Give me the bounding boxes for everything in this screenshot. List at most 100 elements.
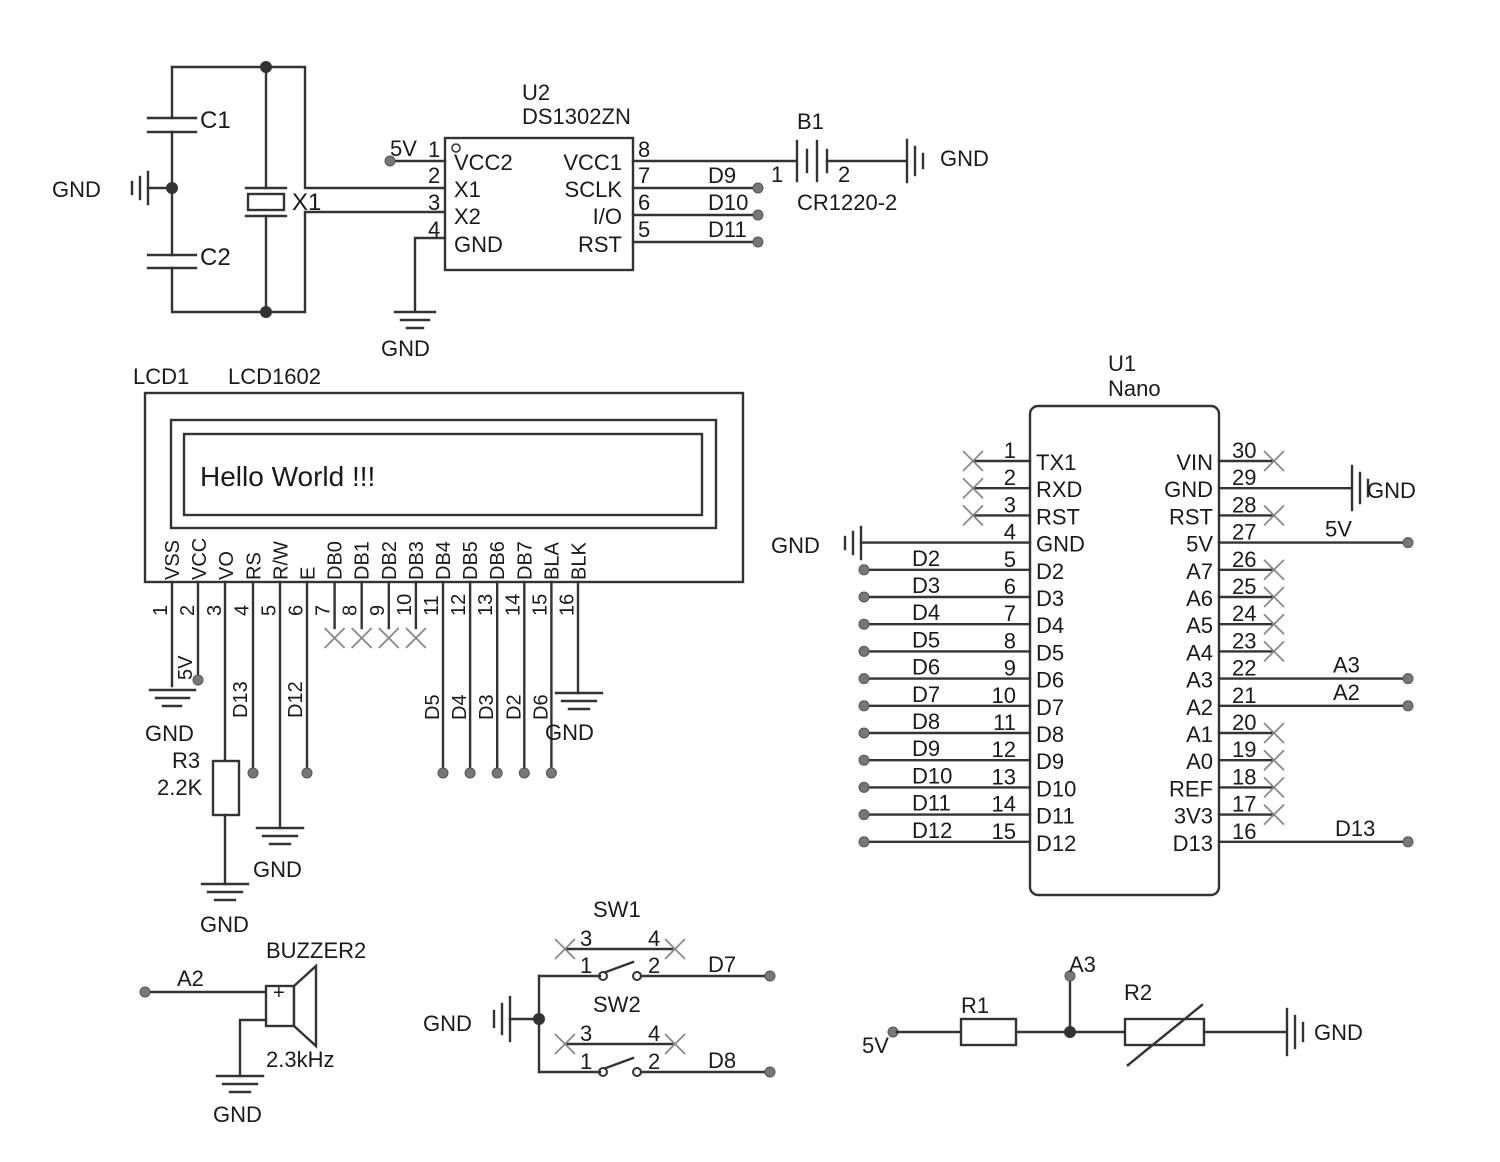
lcd-pin-name: DB5 <box>460 541 482 580</box>
no-connect-mark <box>351 627 373 649</box>
pin-name: VCC2 <box>454 150 513 175</box>
nano-net-label: D5 <box>912 627 940 652</box>
lcd-pin-name: DB3 <box>406 541 428 580</box>
capacitor-c2: C2 <box>146 244 231 271</box>
net-terminal <box>1402 836 1414 848</box>
pin-number: 1 <box>428 137 440 162</box>
nano-pin-name: A6 <box>1186 586 1213 611</box>
pin-number: 2 <box>648 953 660 978</box>
ground-symbol: GND <box>1285 1007 1363 1057</box>
pin-number: 1 <box>771 162 783 187</box>
nano-net-label: A2 <box>1333 680 1360 705</box>
nano-pin-number: 8 <box>1004 628 1016 653</box>
net-label: D9 <box>708 163 736 188</box>
nano-pin-name: D3 <box>1036 586 1064 611</box>
pin-name: I/O <box>593 204 622 229</box>
lcd-pin-number: 3 <box>204 605 226 616</box>
nano-pin-name: D5 <box>1036 640 1064 665</box>
rs-net: D13 <box>230 681 252 718</box>
nano-pin-name: GND <box>1036 532 1085 557</box>
ground-symbol: GND <box>1350 464 1416 512</box>
nano-pin-number: 28 <box>1232 492 1256 517</box>
net-terminal <box>1402 700 1414 712</box>
lcd-pin-number: 6 <box>286 605 308 616</box>
lcd-pin-number: 12 <box>448 594 470 616</box>
nano-pin-number: 27 <box>1232 520 1256 545</box>
gnd-label: GND <box>940 146 989 171</box>
nano-pin-name: TX1 <box>1036 450 1076 475</box>
vcc-net: 5V <box>175 655 197 680</box>
gnd-label: GND <box>200 912 249 937</box>
no-connect-mark <box>1263 613 1285 635</box>
no-connect-mark <box>378 627 400 649</box>
lcd-pin-number: 1 <box>150 605 172 616</box>
lcd-ref: LCD1 <box>133 364 189 389</box>
ground-symbol: GND <box>905 138 989 184</box>
lcd-pin-name: DB1 <box>352 541 374 580</box>
nano-net-label: D4 <box>912 600 940 625</box>
ground-symbol: GND <box>545 691 604 745</box>
nano-pin-number: 13 <box>992 764 1016 789</box>
gnd-label: GND <box>771 533 820 558</box>
lcd-pin-number: 2 <box>177 605 199 616</box>
pin-name: X2 <box>454 204 481 229</box>
nano-pin-name: A3 <box>1186 668 1213 693</box>
vcc2-net: 5V <box>390 136 417 161</box>
lcd-pin-number: 9 <box>367 605 389 616</box>
net-terminal <box>518 767 530 779</box>
nano-pin-name: D11 <box>1036 804 1075 829</box>
nano-pin-name: D9 <box>1036 749 1064 774</box>
nano-pin-name: D8 <box>1036 722 1064 747</box>
no-connect-mark <box>1263 586 1285 608</box>
lcd-pin-group: VSS1VCC2VO3RS4R/W5E6DB07DB18DB29DB310DB4… <box>150 538 591 649</box>
lcd-pin-name: BLK <box>569 542 591 580</box>
ground-symbol: GND <box>423 995 512 1043</box>
net-label: D11 <box>708 217 747 242</box>
net-terminal <box>437 767 449 779</box>
pin-number: 2 <box>838 162 850 187</box>
nano-pin-number: 30 <box>1232 438 1256 463</box>
nano-pin-name: D6 <box>1036 668 1064 693</box>
u1-ref: U1 <box>1108 351 1136 376</box>
nano-pin-name: A0 <box>1186 749 1213 774</box>
lcd-pin-name: E <box>298 567 320 580</box>
nano-pin-number: 21 <box>1232 683 1256 708</box>
lcd-pin-number: 13 <box>475 594 497 616</box>
c1-label: C1 <box>200 107 231 134</box>
nano-pin-number: 7 <box>1004 601 1016 626</box>
lcd-pin-name: VCC <box>189 538 211 580</box>
no-connect-mark <box>405 627 427 649</box>
nano-pin-number: 5 <box>1004 547 1016 572</box>
lcd-pin-number: 15 <box>529 594 551 616</box>
arduino-nano: U1 Nano TX11RXD2RST3GND4D25D2D36D3D47D4D… <box>771 351 1416 897</box>
nano-pin-number: 4 <box>1004 520 1016 545</box>
pin-number: 3 <box>428 190 440 215</box>
gnd-label: GND <box>381 336 430 361</box>
lcd-data-net: D3 <box>476 694 498 720</box>
voltage-divider: 5V R1 A3 R2 GND <box>862 952 1363 1067</box>
nano-net-label: D11 <box>912 791 951 816</box>
nano-pin-name: A1 <box>1186 722 1213 747</box>
pin-name: RST <box>578 232 622 257</box>
nano-pin-name: D4 <box>1036 613 1064 638</box>
nano-pin-number: 9 <box>1004 656 1016 681</box>
ground-symbol: GND <box>381 310 437 361</box>
lcd-data-net: D5 <box>422 694 444 720</box>
lcd-pin-name: R/W <box>270 541 292 580</box>
nano-net-label: D2 <box>912 546 940 571</box>
u2-ref: U2 <box>522 80 550 105</box>
divider-supply-net: 5V <box>862 1033 889 1058</box>
net-terminal <box>858 836 870 848</box>
nano-pin-number: 25 <box>1232 574 1256 599</box>
lcd-pin-number: 4 <box>231 605 253 616</box>
nano-pin-number: 2 <box>1004 465 1016 490</box>
gnd-label: GND <box>423 1011 472 1036</box>
no-connect-mark <box>1263 776 1285 799</box>
crystal-x1: X1 <box>244 186 321 218</box>
sw2-net: D8 <box>708 1048 736 1073</box>
net-terminal <box>858 727 870 739</box>
nano-pin-number: 11 <box>993 710 1016 735</box>
lcd-data-net: D4 <box>449 694 471 720</box>
net-terminal <box>858 564 870 576</box>
